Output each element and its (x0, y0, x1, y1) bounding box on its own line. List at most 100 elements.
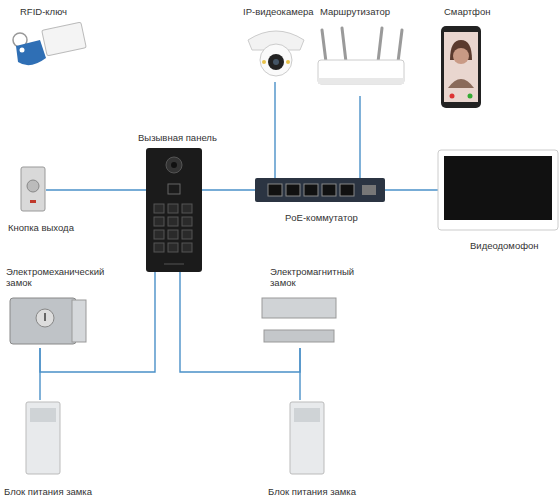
call-panel-art-part (164, 264, 184, 265)
call-panel-art-part (168, 243, 178, 252)
ip-camera-art-part (268, 54, 284, 70)
power-supply-art (26, 402, 324, 474)
electromechanical-lock-art-part (36, 309, 54, 327)
poe-switch-art-part (304, 184, 318, 196)
poe-switch-art-part (286, 184, 300, 196)
device-label: Блок питания замка (268, 486, 388, 497)
smartphone-art-part (468, 94, 473, 99)
device-node: Кнопка выхода (20, 166, 46, 212)
cable-connector (46, 189, 146, 190)
smartphone-art-part (453, 48, 469, 64)
router-art-part (342, 28, 346, 62)
device-label: Электромагнитный замок (270, 266, 350, 288)
electromechanical-lock-art-part (44, 313, 46, 321)
exit-button-art-part (30, 200, 36, 203)
device-label: PoE-коммутатор (285, 212, 385, 223)
call-panel-art-part (171, 162, 177, 168)
poe-switch-art-part (268, 184, 282, 196)
poe-switch-art-part (322, 184, 336, 196)
power-supply-art-part (26, 402, 60, 474)
call-panel-art-part (182, 204, 192, 213)
device-node: Электромеханический замок (8, 294, 88, 348)
power-supply-art-part (294, 408, 320, 422)
device-label: Электромеханический замок (6, 266, 116, 288)
device-label: Кнопка выхода (8, 222, 98, 233)
cable-connector (359, 96, 360, 178)
call-panel-art-part (182, 243, 192, 252)
cable-connector (299, 348, 300, 400)
rfid-key-art-part (42, 22, 87, 56)
call-panel-art-part (154, 217, 164, 226)
call-panel-art (146, 148, 202, 272)
call-panel-art-part (166, 157, 182, 173)
device-label: Блок питания замка (4, 486, 124, 497)
call-panel-art-part (182, 217, 192, 226)
smartphone-art-part (444, 32, 478, 102)
ip-camera-art-part (273, 59, 279, 65)
device-node: RFID-ключ (8, 22, 88, 67)
cable-connector (274, 82, 275, 178)
router-art (318, 28, 404, 84)
power-supply-art-part (30, 408, 56, 422)
cable-connector (39, 348, 40, 400)
device-node: PoE-коммутатор (255, 178, 385, 202)
exit-button-art-part (21, 167, 45, 211)
electromechanical-lock-art (10, 298, 86, 344)
exit-button-art-part (27, 180, 39, 192)
device-node: Смартфон (440, 24, 482, 110)
ip-camera-art-part (262, 60, 266, 64)
call-panel-art-part (168, 217, 178, 226)
call-panel-art-part (154, 243, 164, 252)
call-panel-art-part (146, 148, 202, 272)
poe-switch-art-part (340, 184, 354, 196)
poe-switch-art-part (255, 178, 385, 202)
exit-button-art (21, 167, 45, 211)
video-monitor-art-part (438, 150, 558, 230)
call-panel-art-part (168, 204, 178, 213)
device-label: Маршрутизатор (320, 6, 410, 17)
smartphone-art-part (441, 26, 481, 108)
device-label: Видеодомофон (470, 240, 560, 251)
device-label: RFID-ключ (20, 6, 100, 17)
smartphone-art-part (450, 94, 455, 99)
rfid-key-art-part (16, 40, 46, 65)
electromagnetic-lock-art (262, 298, 336, 342)
call-panel-art-part (154, 204, 164, 213)
cable-connector (202, 189, 255, 190)
ip-camera-art (248, 31, 304, 76)
smartphone-art-part (448, 79, 474, 88)
router-art-part (378, 28, 382, 62)
electromechanical-lock-art-part (10, 298, 76, 344)
electromagnetic-lock-art-part (262, 298, 336, 318)
call-panel-art-part (168, 184, 180, 194)
device-node: Блок питания замка (288, 400, 326, 476)
router-art-part (398, 30, 402, 62)
device-node: Вызывная панель (146, 148, 202, 272)
call-panel-art-part (154, 230, 164, 239)
device-label: Смартфон (444, 6, 514, 17)
router-art-part (318, 60, 404, 84)
call-panel-art-part (182, 230, 192, 239)
video-monitor-art-part (444, 156, 552, 220)
device-node: Маршрутизатор (316, 28, 406, 96)
device-node: Видеодомофон (438, 150, 558, 230)
device-label: IP-видеокамера (243, 6, 333, 17)
device-node: Блок питания замка (24, 400, 62, 476)
rfid-key-art-part (20, 48, 25, 53)
electromechanical-lock-art-part (72, 300, 86, 342)
ip-camera-art-part (260, 44, 292, 76)
call-panel-art-part (168, 230, 178, 239)
device-node: Электромагнитный замок (258, 296, 338, 348)
ip-camera-art-part (286, 60, 290, 64)
device-label: Вызывная панель (138, 132, 238, 143)
poe-switch-art-part (362, 185, 376, 195)
router-art-part (318, 78, 404, 84)
video-monitor-art (438, 150, 558, 230)
rfid-key-art (13, 22, 86, 65)
electromagnetic-lock-art-part (264, 330, 334, 342)
smartphone-art (441, 26, 481, 108)
poe-switch-art (255, 178, 385, 202)
